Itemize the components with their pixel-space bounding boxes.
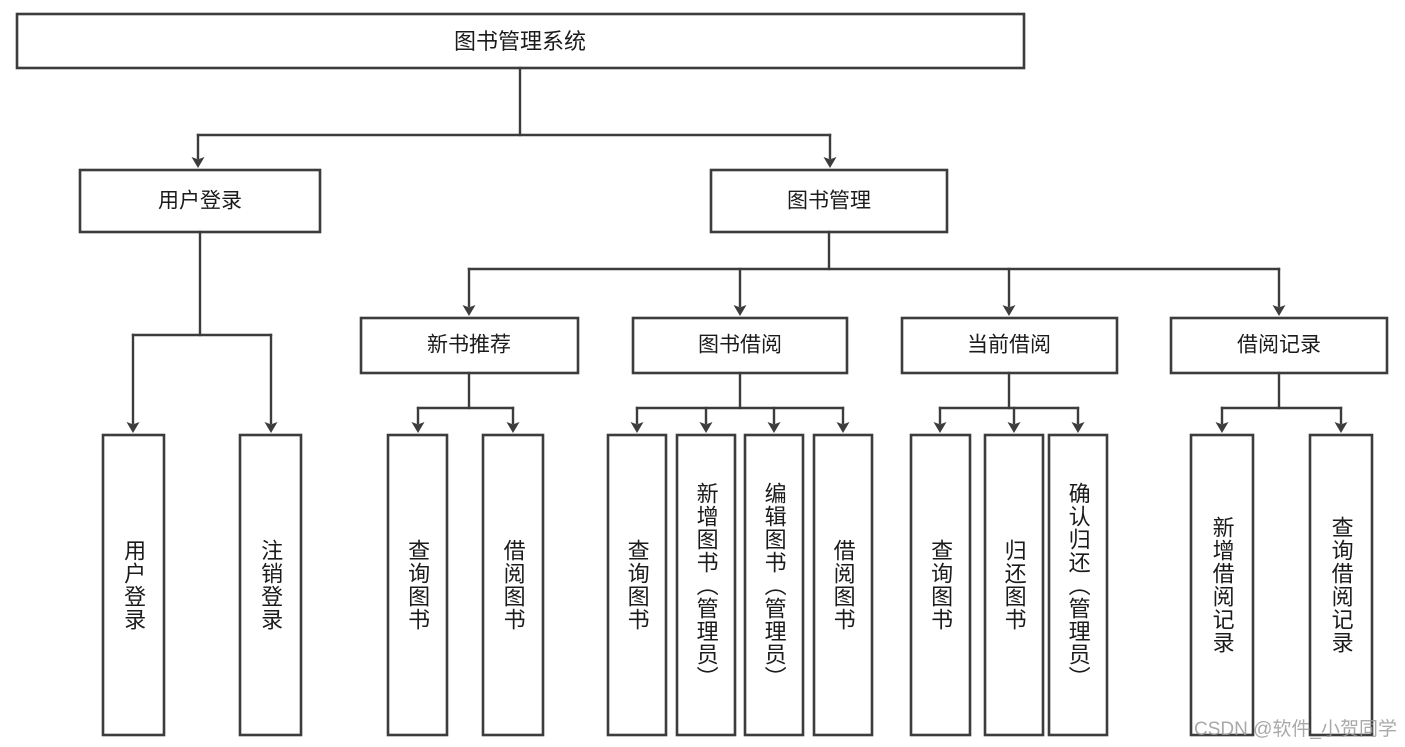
- node-book-manage-label: 图书管理: [787, 190, 871, 213]
- leaf-box-borrow-book-1[interactable]: [481, 433, 545, 737]
- node-new-book-recommend-label: 新书推荐: [427, 334, 511, 357]
- leaf-box-query-book-2[interactable]: [606, 433, 668, 737]
- leaf-box-return-book[interactable]: [983, 433, 1045, 737]
- leaf-box-logout[interactable]: [238, 433, 303, 737]
- leaf-box-add-book[interactable]: [675, 433, 737, 737]
- leaf-box-query-book-3[interactable]: [909, 433, 972, 737]
- leaf-box-user-login[interactable]: [101, 433, 166, 737]
- watermark-text: CSDN @软件_小贺同学: [1194, 719, 1397, 740]
- node-user-login-label: 用户登录: [158, 190, 242, 213]
- node-book-borrow[interactable]: 图书借阅: [631, 316, 849, 375]
- leaf-box-add-record[interactable]: [1189, 433, 1255, 737]
- leaf-box-confirm-return[interactable]: [1047, 433, 1109, 737]
- node-current-borrow-label: 当前借阅: [967, 334, 1051, 357]
- node-user-login[interactable]: 用户登录: [78, 168, 322, 234]
- node-root[interactable]: 图书管理系统: [15, 12, 1026, 70]
- node-book-borrow-label: 图书借阅: [698, 334, 782, 357]
- leaf-box-query-record[interactable]: [1308, 433, 1374, 737]
- leaf-box-query-book-1[interactable]: [386, 433, 449, 737]
- node-current-borrow[interactable]: 当前借阅: [900, 316, 1119, 375]
- leaf-box-borrow-book-2[interactable]: [812, 433, 874, 737]
- node-borrow-record-label: 借阅记录: [1237, 334, 1321, 357]
- node-root-label: 图书管理系统: [454, 29, 586, 54]
- node-borrow-record[interactable]: 借阅记录: [1169, 316, 1389, 375]
- leaf-box-edit-book[interactable]: [743, 433, 805, 737]
- node-new-book-recommend[interactable]: 新书推荐: [359, 316, 580, 375]
- node-book-manage[interactable]: 图书管理: [709, 168, 949, 234]
